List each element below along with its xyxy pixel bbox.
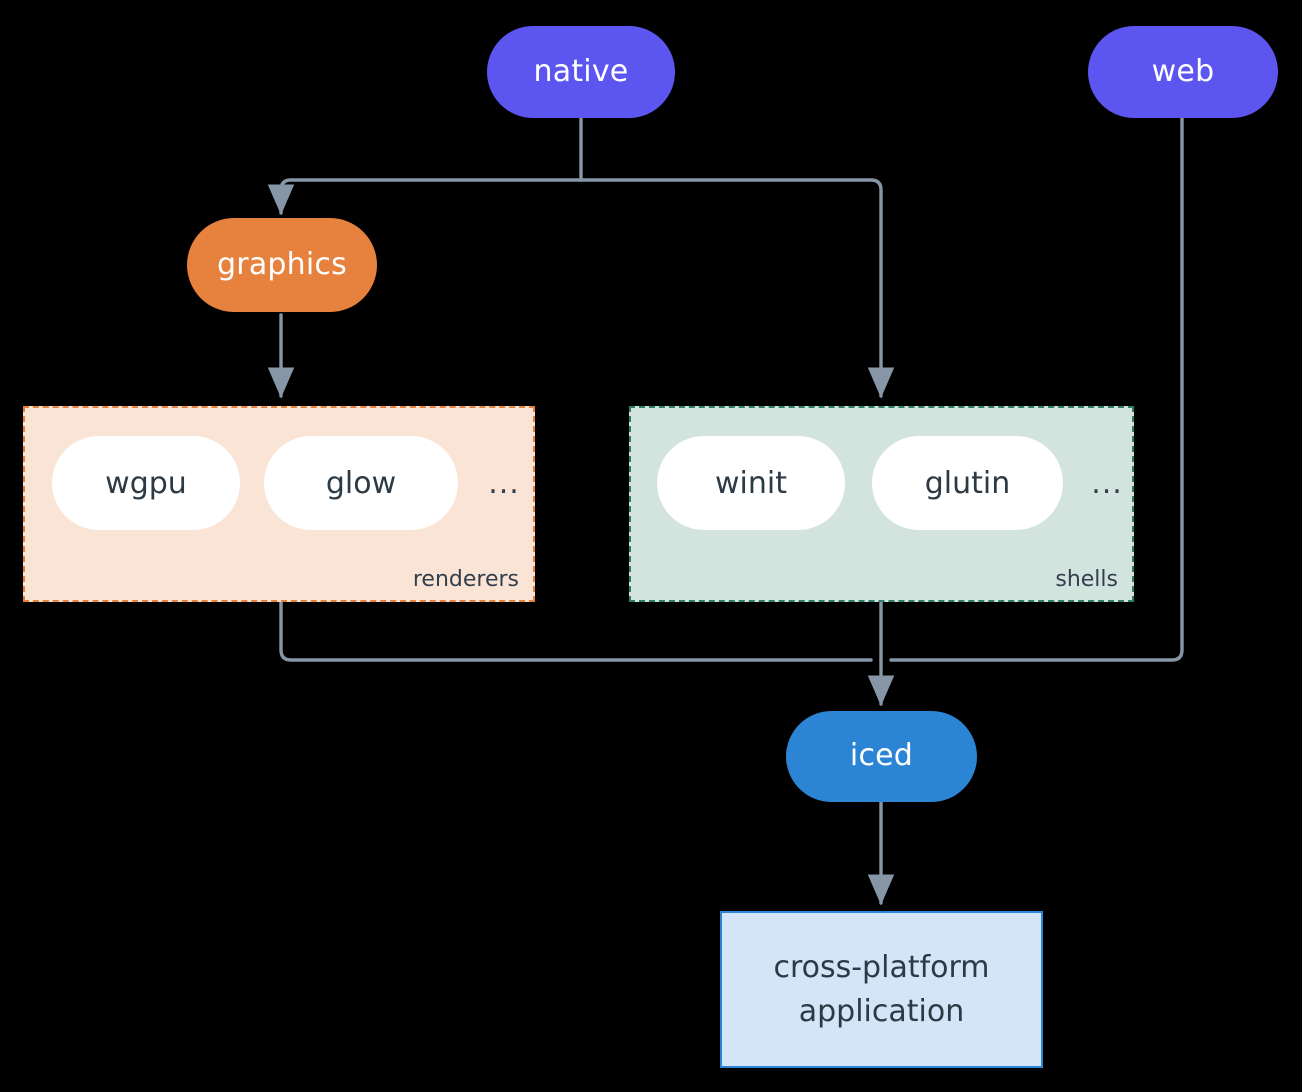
edge-native-to-graphics — [267, 178, 583, 216]
node-native-label: native — [533, 53, 629, 89]
node-graphics[interactable]: graphics — [187, 218, 377, 312]
node-winit-label: winit — [715, 465, 787, 501]
node-application-label-line1: cross-platform — [773, 950, 990, 985]
shells-overflow-ellipsis: ... — [1091, 465, 1123, 501]
group-renderers-label: renderers — [412, 567, 519, 592]
node-glutin[interactable]: glutin — [872, 436, 1063, 530]
group-shells-label: shells — [1055, 567, 1118, 592]
renderers-overflow-ellipsis: ... — [488, 465, 520, 501]
group-shells: winit glutin ... shells — [629, 406, 1134, 602]
node-native[interactable]: native — [487, 26, 675, 118]
node-glutin-label: glutin — [924, 465, 1011, 501]
node-wgpu[interactable]: wgpu — [52, 436, 240, 530]
edge-native-to-shells — [579, 178, 895, 399]
node-winit[interactable]: winit — [657, 436, 845, 530]
node-iced-label: iced — [849, 738, 914, 774]
node-iced[interactable]: iced — [786, 711, 977, 802]
edge-renderers-to-iced — [279, 599, 873, 662]
node-application-label-line2: application — [798, 993, 965, 1029]
node-web[interactable]: web — [1088, 26, 1278, 118]
node-web-label: web — [1151, 53, 1215, 89]
group-renderers: wgpu glow ... renderers — [23, 406, 535, 602]
node-graphics-label: graphics — [217, 246, 347, 282]
node-application[interactable]: cross-platform application — [720, 911, 1043, 1068]
node-glow[interactable]: glow — [264, 436, 458, 530]
node-wgpu-label: wgpu — [105, 465, 187, 501]
node-glow-label: glow — [325, 465, 397, 501]
